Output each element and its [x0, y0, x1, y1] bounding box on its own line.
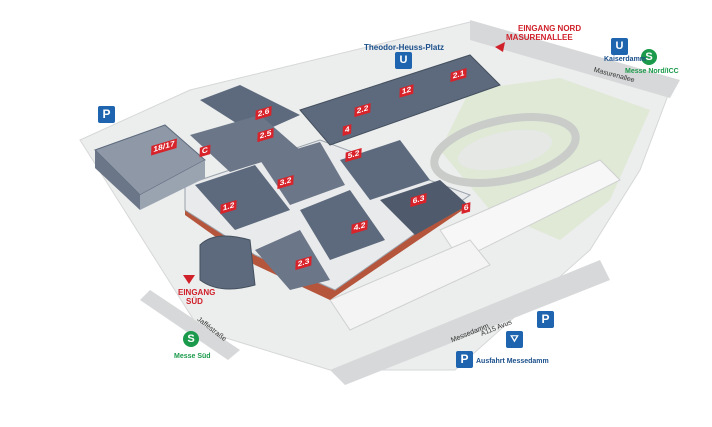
parking-deck-south [329, 239, 491, 331]
kaiserdamm-label: Kaiserdamm [604, 56, 647, 63]
entrance-nord-marker [495, 42, 505, 52]
parking-icon[interactable]: P [98, 106, 115, 123]
motorway-icon[interactable]: ⛛ [506, 331, 523, 348]
theodor-heuss-platz-label: Theodor-Heuss-Platz [364, 43, 445, 52]
sbahn-icon[interactable]: S [641, 49, 657, 65]
masurenallee-entrance-label: MASURENALLEE [506, 33, 573, 42]
parking-icon[interactable]: P [456, 351, 473, 368]
hall-row-north [299, 54, 501, 146]
messe-nord-label: Messe Nord/ICC [625, 68, 679, 75]
masurenallee-road [470, 20, 680, 98]
oval-track [430, 113, 580, 187]
ausfahrt-messedamm-label: Ausfahrt Messedamm [476, 358, 549, 365]
entrance-sued-marker [183, 275, 195, 284]
ubahn-icon[interactable]: U [611, 38, 628, 55]
parking-icon[interactable]: P [537, 311, 554, 328]
eingang-nord-label: EINGANG NORD [518, 24, 582, 33]
south-rotunda [199, 235, 256, 290]
sbahn-icon[interactable]: S [183, 331, 199, 347]
messe-sued-label: Messe Süd [174, 353, 211, 360]
ubahn-icon[interactable]: U [395, 52, 412, 69]
messedamm-road [330, 260, 610, 385]
jaffestrasse-road [140, 290, 240, 360]
eingang-sued-label: EINGANG [178, 288, 216, 297]
sued-label: SÜD [186, 297, 203, 306]
